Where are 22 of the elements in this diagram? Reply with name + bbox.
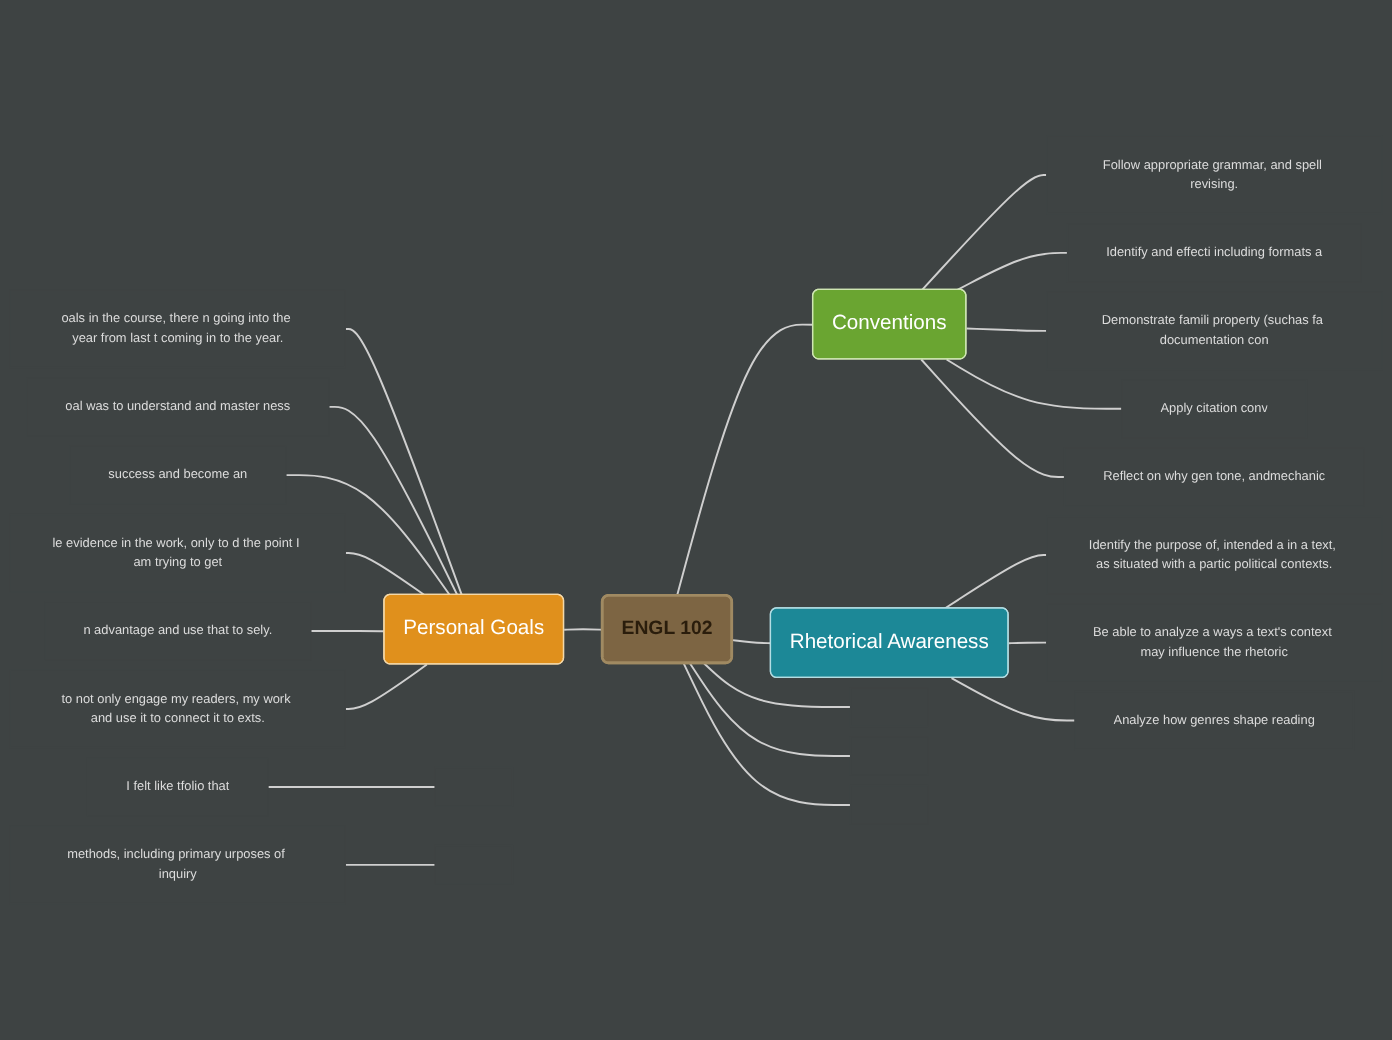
connector-line [267,786,437,788]
connector-line [920,358,1066,479]
connector-line [965,327,1048,332]
connector-line [675,323,815,597]
connector-line [689,662,852,758]
connector-line [921,174,1048,291]
connector-line [344,663,428,711]
connector-line [950,677,1076,722]
connector-line [945,358,1123,410]
connector-line [309,630,386,633]
connector-line [731,639,773,645]
connector-line [943,554,1048,610]
connector-line [284,474,451,596]
connector-line [344,864,437,866]
connector-line [1007,641,1048,645]
connector-line [682,662,852,806]
connector-line [344,328,463,596]
connector-line [327,406,459,596]
connector-line [703,662,852,709]
connector-line [563,628,604,631]
connector-line [956,252,1069,291]
connector-line [344,552,426,596]
